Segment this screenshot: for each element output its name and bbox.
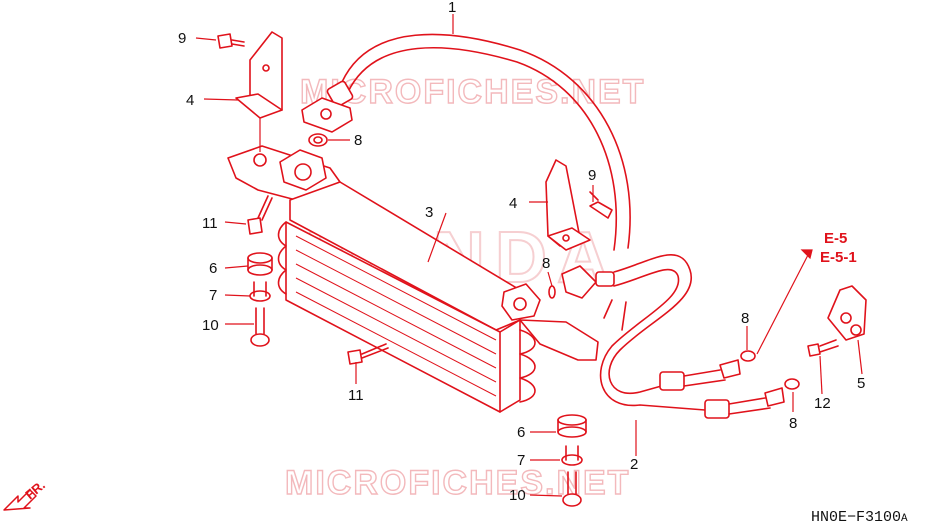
callout-4-left: 4 <box>186 92 194 109</box>
bolt-9-top <box>217 33 245 49</box>
callout-3: 3 <box>425 204 433 221</box>
rubber-6-left <box>247 252 273 276</box>
callout-11-center: 11 <box>348 387 364 404</box>
callout-12: 12 <box>814 395 831 412</box>
oring-8-right-a <box>740 350 756 362</box>
callout-7-left: 7 <box>209 287 217 304</box>
bolt-12-right <box>807 339 839 357</box>
callout-5: 5 <box>857 375 865 392</box>
callout-10-bottom: 10 <box>509 487 526 504</box>
ref-e5: E-5 <box>824 230 847 247</box>
leader-lines <box>195 14 863 497</box>
bolt-10-bottom <box>562 471 582 507</box>
front-direction-arrow <box>3 489 37 511</box>
callout-8-center: 8 <box>542 255 550 272</box>
oil-hose-upper <box>301 33 631 251</box>
callout-9-top: 9 <box>178 30 186 47</box>
watermark-top: MICROFICHES.NET <box>300 73 645 111</box>
collar-7-left <box>249 281 271 302</box>
diagram-code-suffix: A <box>901 513 908 525</box>
callout-6-bottom: 6 <box>517 424 525 441</box>
stay-right <box>827 285 867 341</box>
callout-8-right-b: 8 <box>789 415 797 432</box>
callout-4-center: 4 <box>509 195 517 212</box>
callout-6-left: 6 <box>209 260 217 277</box>
callout-7-bottom: 7 <box>517 452 525 469</box>
oil-cooler <box>227 145 599 413</box>
stay-center <box>545 159 591 251</box>
collar-7-bottom <box>561 445 583 466</box>
callout-8-right-a: 8 <box>741 310 749 327</box>
callout-1: 1 <box>448 0 456 16</box>
oring-8-top <box>308 133 328 147</box>
bolt-10-left <box>250 307 270 347</box>
diagram-code-main: HN0E−F3100 <box>811 509 901 525</box>
diagram-code: HN0E−F3100A <box>811 509 908 525</box>
callout-10-left: 10 <box>202 317 219 334</box>
stay-left <box>235 31 283 119</box>
callout-11-left: 11 <box>202 215 218 232</box>
bolt-9-center <box>589 191 613 219</box>
callout-8-top: 8 <box>354 132 362 149</box>
oring-8-right-b <box>784 378 800 390</box>
bolt-11-center <box>347 343 389 365</box>
rubber-6-bottom <box>557 414 587 438</box>
bolt-11-left <box>247 195 273 235</box>
oil-hose-lower <box>561 254 785 419</box>
ref-e5-1: E-5-1 <box>820 249 857 266</box>
callout-2: 2 <box>630 456 638 473</box>
callout-9-center: 9 <box>588 167 596 184</box>
